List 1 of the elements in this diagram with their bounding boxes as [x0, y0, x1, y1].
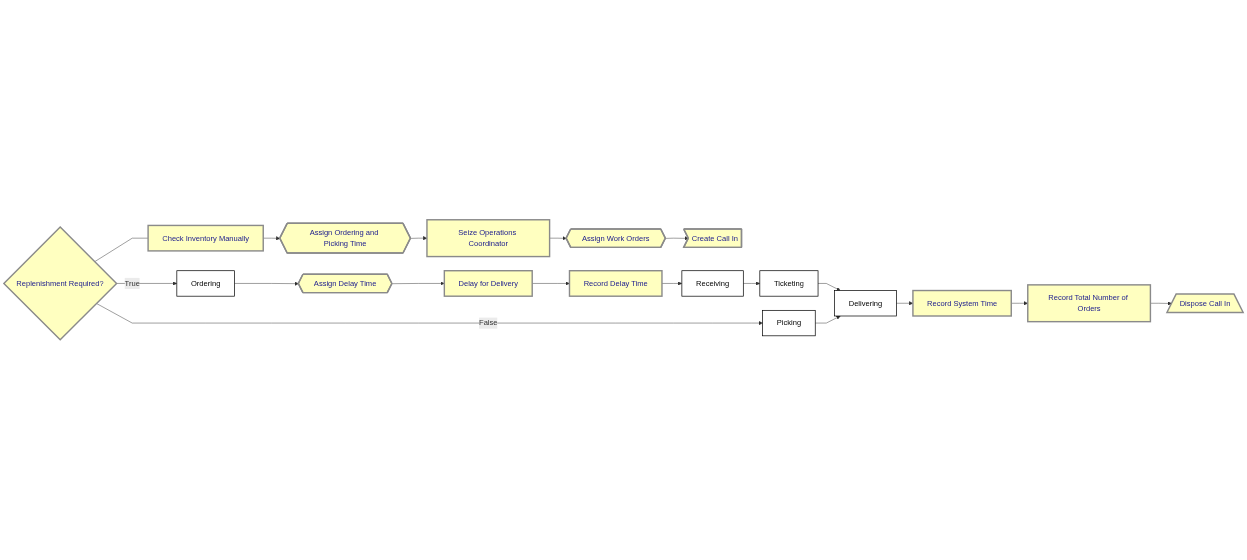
connector: [94, 238, 149, 263]
